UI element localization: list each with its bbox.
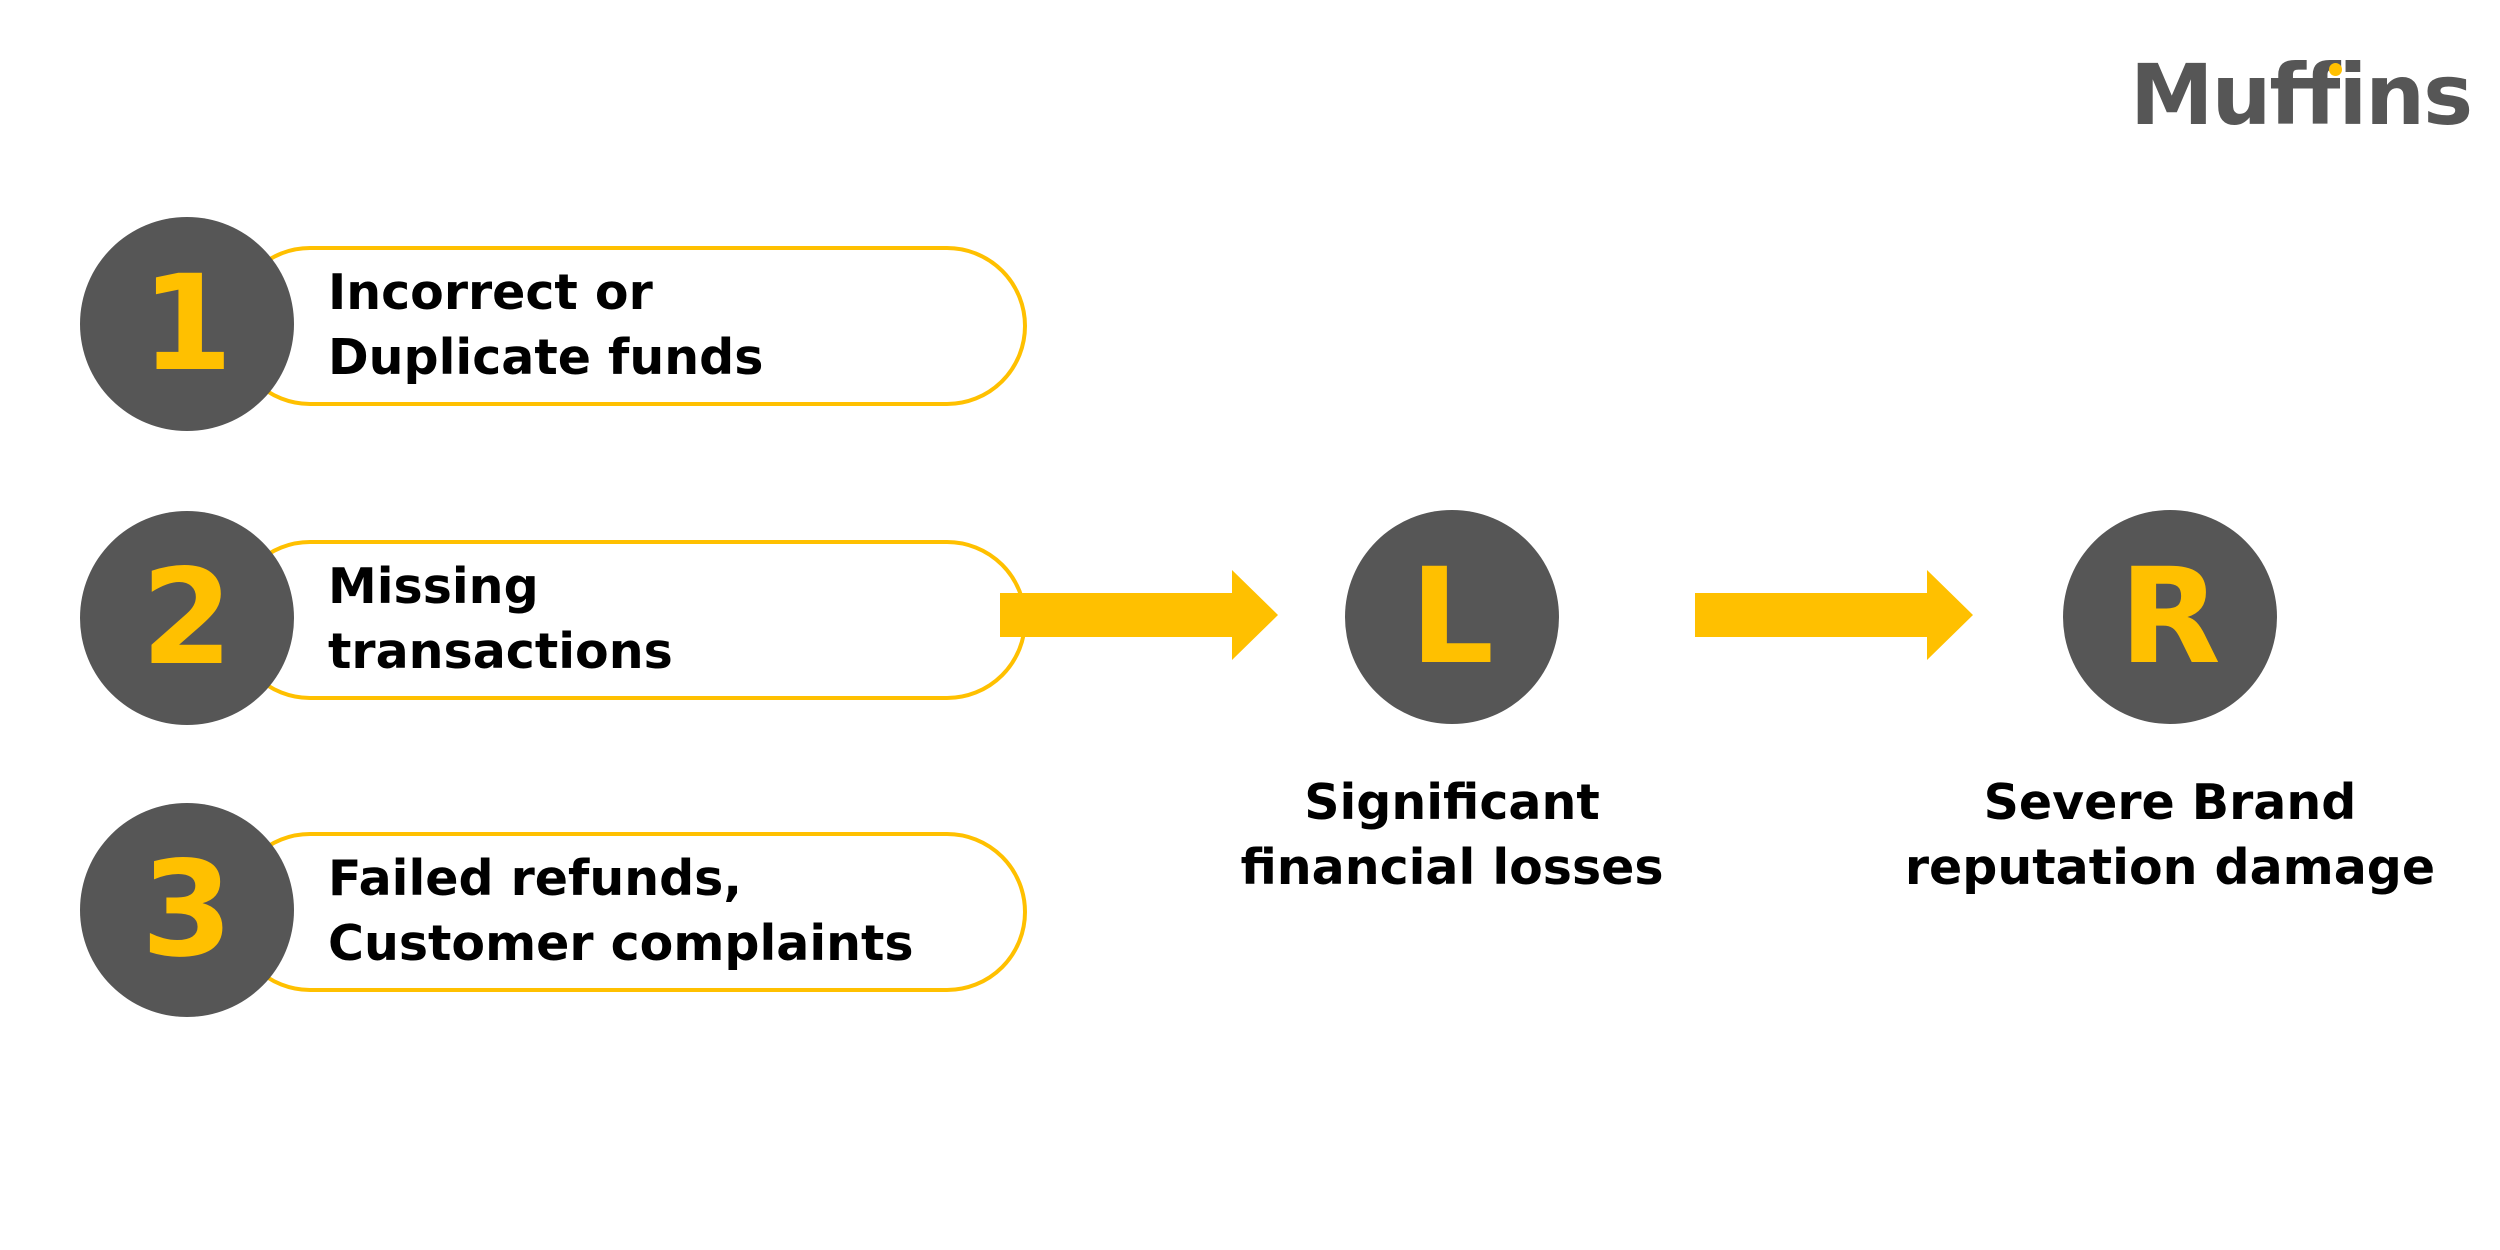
consequence-caption-line-1: Significant <box>1304 774 1600 831</box>
consequence-letter: R <box>2119 540 2221 694</box>
consequence-caption-line-2: financial losses <box>1240 839 1664 896</box>
cause-label-line-1: Incorrect or <box>328 264 653 321</box>
logo-accent-dot <box>2329 63 2342 76</box>
consequence-badge-financial: L <box>1345 510 1559 724</box>
cause-number-badge: 1 <box>80 217 294 431</box>
cause-label-line-2: Customer complaints <box>328 915 914 972</box>
consequence-caption-reputation: Severe Brand reputation damage <box>1860 770 2480 900</box>
logo-text: Muffins <box>2130 46 2473 144</box>
cause-label: Incorrect or Duplicate funds <box>328 260 1008 390</box>
cause-pill <box>230 246 1027 406</box>
cause-item-1: 1 Incorrect or Duplicate funds <box>80 217 1027 432</box>
consequence-badge-reputation: R <box>2063 510 2277 724</box>
cause-item-3: 3 Failed refunds, Customer complaints <box>80 803 1027 1018</box>
cause-label-line-1: Failed refunds, <box>328 850 742 907</box>
right-arrow-icon <box>1000 570 1278 660</box>
cause-item-2: 2 Missing transactions <box>80 511 1027 726</box>
consequence-caption-line-1: Severe Brand <box>1983 774 2357 831</box>
cause-label-line-2: transactions <box>328 623 673 680</box>
cause-label-line-2: Duplicate funds <box>328 329 764 386</box>
cause-number: 2 <box>141 541 233 695</box>
brand-logo: Muffins <box>2130 50 2473 140</box>
consequence-caption-financial: Significant financial losses <box>1142 770 1762 900</box>
consequence-caption-line-2: reputation damage <box>1904 839 2436 896</box>
cause-number-badge: 2 <box>80 511 294 725</box>
cause-number-badge: 3 <box>80 803 294 1017</box>
cause-label: Missing transactions <box>328 554 1008 684</box>
cause-label: Failed refunds, Customer complaints <box>328 846 1008 976</box>
cause-label-line-1: Missing <box>328 558 539 615</box>
cause-number: 3 <box>141 833 233 987</box>
right-arrow-icon <box>1695 570 1973 660</box>
cause-pill <box>230 832 1027 992</box>
cause-number: 1 <box>141 247 233 401</box>
cause-pill <box>230 540 1027 700</box>
consequence-letter: L <box>1409 540 1495 694</box>
